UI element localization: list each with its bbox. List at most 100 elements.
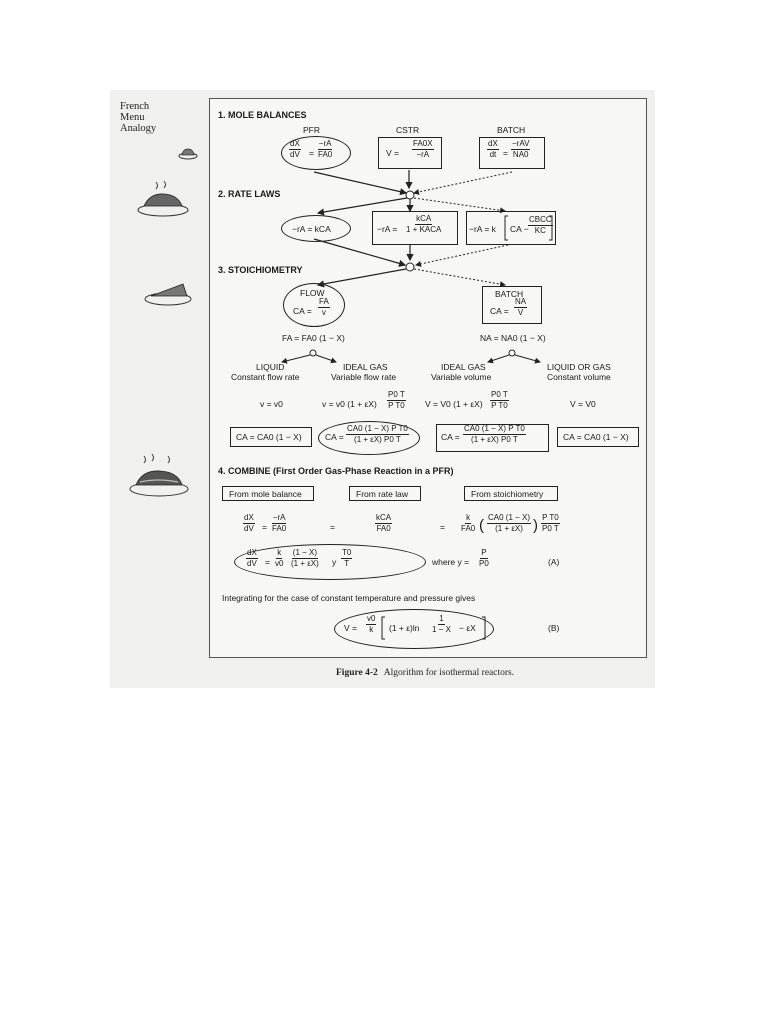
final-y: y [332,557,337,567]
conc-gas-vol-fraction: CA0 (1 − X) P T0(1 + εX) P0 T [463,424,526,444]
cstr-v-equals: V = [386,148,399,158]
conc-const-box [557,427,639,447]
phase-ideal-gas-vol-sub: Variable volume [431,372,492,382]
phase-liquid-sub: Constant flow rate [231,372,300,382]
teacup-icon [178,148,198,160]
phase-liquid: LIQUID [256,362,285,372]
combine-eq1-equals: = [262,522,267,532]
rate-law-langmuir-box [372,211,458,245]
flow-gas-eq: v = v0 (1 + εX) [322,399,377,409]
final-equation-oval [234,544,426,580]
section-stoichiometry: 3. STOICHIOMETRY [218,265,303,275]
pfr-mole-balance-oval [281,136,351,170]
pie-slice-icon [144,283,192,306]
from-stoichiometry: From stoichiometry [471,489,544,499]
cstr-mole-balance-box [378,137,442,169]
cstr-fraction: FA0X−rA [412,139,434,159]
figure-caption-text: Algorithm for isothermal reactors. [383,668,515,678]
conc-gas-flow-lhs: CA = [325,432,344,442]
conc-liquid-eq: CA = CA0 (1 − X) [236,432,302,442]
phase-liquid-or-gas: LIQUID OR GAS [547,362,611,372]
conc-liquid-box [230,427,312,447]
equals-sign: = [309,148,314,158]
from-stoichiometry-box [464,486,558,501]
flow-ca-lhs: CA = [293,306,312,316]
phase-ideal-gas-flow: IDEAL GAS [343,362,388,372]
rate-law-reversible-box [466,211,556,245]
flow-label: FLOW [300,288,325,298]
label-cstr: CSTR [396,125,420,135]
flow-liquid-eq: v = v0 [260,399,283,409]
combine-ca0-fraction: CA0 (1 − X)(1 + εX) [487,513,532,533]
batch-stoich-box [482,286,542,324]
equation-label-b: (B) [548,623,560,633]
integrating-text: Integrating for the case of constant tem… [222,593,476,603]
section-mole-balances: 1. MOLE BALANCES [218,110,307,120]
conc-gas-flow-oval [318,421,420,455]
rate-law-langmuir-lhs: −rA = [377,224,398,234]
rate-law-first-order: −rA = kCA [292,224,331,234]
figure-caption: Figure 4-2 Algorithm for isothermal react… [336,668,514,678]
batch-ca-lhs: CA = [490,306,509,316]
combine-eq3-equals: = [440,522,445,532]
equation-label-a: (A) [548,557,560,567]
soup-bowl-icon [137,180,189,217]
rate-law-reversible-lhs: −rA = k [469,224,496,234]
label-batch: BATCH [497,125,526,135]
combine-paren-right: ) [533,517,538,534]
main-course-icon [129,453,189,497]
fa-equation: FA = FA0 (1 − X) [282,333,345,343]
equals-sign: = [503,148,508,158]
phase-ideal-gas-flow-sub: Variable flow rate [331,372,397,382]
volume-const-eq: V = V0 [570,399,596,409]
side-title: French Menu Analogy [120,101,157,134]
conc-const-eq: CA = CA0 (1 − X) [563,432,629,442]
label-pfr: PFR [303,125,320,135]
from-rate-law-box [349,486,421,501]
phase-ideal-gas-vol: IDEAL GAS [441,362,486,372]
section-rate-laws: 2. RATE LAWS [218,189,281,199]
combine-paren-left: ( [479,517,484,534]
combine-eq2-equals: = [330,522,335,532]
integral-tail: − εX [459,623,476,633]
from-rate-law: From rate law [356,489,408,499]
volume-gas-eq: V = V0 (1 + εX) [425,399,483,409]
integral-oval [334,609,494,649]
conc-gas-vol-box [436,424,549,452]
final-x-fraction: (1 − X)(1 + εX) [291,548,319,568]
integral-body: (1 + ε)ln [389,623,420,633]
rate-law-first-order-oval [281,215,351,242]
batch-stoich-label: BATCH [495,289,524,299]
flow-stoich-oval [283,283,345,327]
from-mole-balance: From mole balance [229,489,302,499]
rate-law-reversible-ca: CA − [510,224,529,234]
from-mole-balance-box [222,486,314,501]
integral-v-equals: V = [344,623,357,633]
batch-mole-balance-box [479,137,545,169]
conc-gas-flow-fraction: CA0 (1 − X) P T0(1 + εX) P0 T [346,424,409,444]
final-equals: = [265,557,270,567]
figure-label: Figure 4-2 [336,668,378,678]
